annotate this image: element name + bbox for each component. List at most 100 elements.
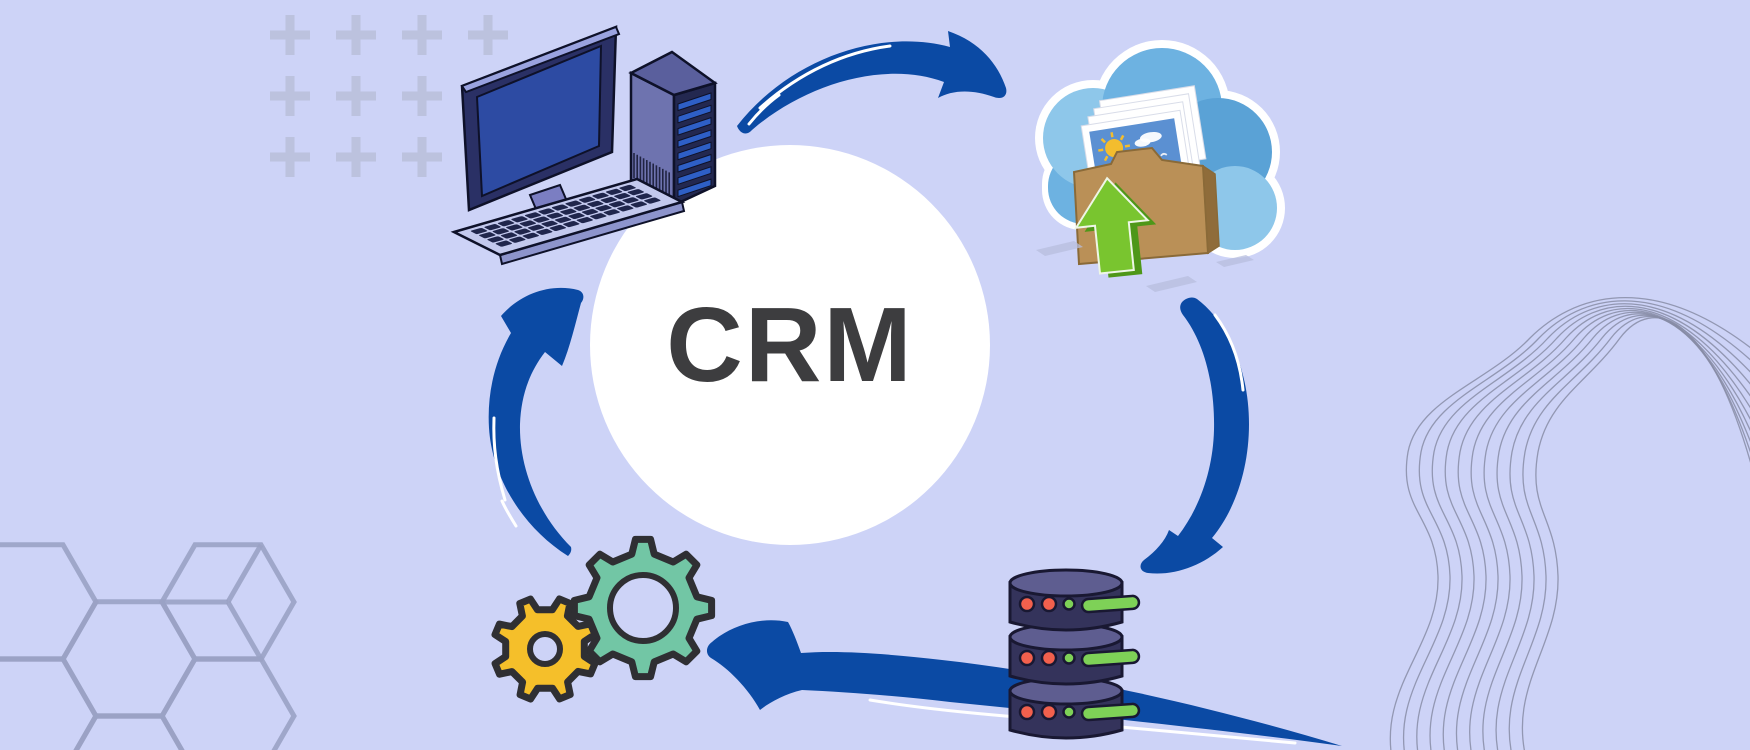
plus-icon [468, 137, 508, 177]
cloud-outline [1156, 90, 1280, 214]
database-tier [1008, 676, 1141, 740]
led-green [1062, 705, 1076, 719]
keyboard-key [592, 192, 609, 199]
keyboard-key [568, 212, 585, 219]
ground-bar [1216, 255, 1254, 267]
status-bar [1080, 648, 1141, 668]
folder-front [1072, 146, 1210, 266]
photo-image [1089, 118, 1185, 197]
plus-icon [468, 76, 508, 116]
photo-back [1098, 85, 1207, 175]
keyboard-key [524, 212, 542, 219]
plus-icon [336, 137, 376, 177]
keyboard-key [495, 240, 513, 247]
hexagon-outline [159, 656, 297, 750]
keyboard-key [549, 224, 567, 231]
crm-label: CRM [666, 285, 914, 404]
keyboard-key [536, 228, 553, 235]
gear-teal-hole [607, 572, 679, 644]
cycle-arrow-right [1140, 297, 1249, 574]
arrow-top-highlight-short [747, 93, 781, 126]
tower-top-face [628, 50, 718, 97]
photo-middle [1093, 93, 1201, 183]
process-gears-illustration [491, 535, 716, 703]
gear-teal-icon [570, 535, 716, 681]
keyboard-key [627, 189, 645, 196]
arrow-top-highlight [758, 44, 892, 110]
photo-cloud-small [1134, 138, 1151, 147]
keyboard-key [617, 205, 634, 212]
status-bar [1080, 594, 1141, 614]
cloud-outline [1094, 40, 1230, 176]
keyboard-key [541, 220, 558, 227]
database-top [1008, 622, 1124, 652]
keyboard-key [622, 197, 639, 204]
gear-yellow-icon [491, 595, 599, 703]
database-tier [1008, 568, 1141, 632]
wave-line [1389, 296, 1750, 750]
database-top [1008, 568, 1124, 598]
keyboard-key [576, 217, 594, 224]
keyboard-key [587, 200, 604, 207]
keyboard-key [500, 232, 518, 239]
center-circle: CRM [590, 145, 990, 545]
hexagon-cube-decoration [0, 542, 297, 750]
keyboard-key [603, 209, 621, 216]
ground-bar [1146, 276, 1197, 292]
photo-cloud [1139, 131, 1162, 143]
sun-icon [1105, 139, 1124, 158]
keyboard-key [595, 205, 612, 212]
plus-icon [270, 137, 310, 177]
drive-slot [677, 92, 712, 112]
keyboard-key [573, 204, 591, 211]
drive-slot [677, 116, 712, 136]
keyboard-key [497, 220, 515, 227]
cloud [1035, 40, 1285, 258]
keyboard-key [519, 220, 537, 227]
keyboard-key [511, 216, 528, 223]
keyboard-key [608, 201, 626, 208]
cloud-outline [1035, 80, 1151, 196]
status-bar [1080, 702, 1141, 722]
keyboard-key [590, 213, 607, 220]
led-red [1040, 595, 1058, 613]
led-red [1018, 595, 1036, 613]
keyboard-key [522, 232, 540, 239]
monitor-stand [528, 183, 579, 237]
keyboard-key [635, 193, 653, 200]
ground-bar [1036, 241, 1083, 256]
plus-icon [336, 15, 376, 55]
keyboard-key [614, 193, 631, 200]
keyboard-key [565, 200, 582, 207]
upload-arrow-shadow [1084, 182, 1157, 278]
photo-hill [1124, 175, 1148, 194]
cube-edge [225, 543, 264, 604]
cloud-top-lobe [1102, 48, 1222, 168]
keyboard-key [533, 216, 550, 223]
arrow-bottom-highlight [868, 698, 1082, 724]
keyboard-key [578, 196, 596, 203]
plus-icon [270, 76, 310, 116]
ground-shadow-bars [1036, 241, 1254, 292]
keyboard-key [600, 196, 618, 203]
keyboard-key [546, 212, 564, 219]
cloud-outline [1185, 158, 1285, 258]
keyboard-key [506, 224, 523, 231]
keyboard-key [560, 208, 577, 215]
keyboard-key [554, 216, 572, 223]
cycle-arrow-left [488, 287, 584, 556]
keyboard-key [563, 221, 580, 228]
keyboard-key [605, 188, 623, 195]
cube-edge [225, 600, 264, 661]
upload-arrow [1074, 176, 1157, 278]
photo-middle2 [1087, 101, 1195, 191]
cloud-left-lobe [1043, 88, 1143, 188]
keyboard-key [581, 208, 599, 216]
wave-line [1495, 314, 1750, 750]
drive-slot [677, 104, 712, 124]
cloud-right-lobe [1164, 98, 1272, 206]
hexagon-outline [159, 542, 297, 662]
database-body [1008, 635, 1124, 686]
computer-monitor [460, 25, 621, 237]
